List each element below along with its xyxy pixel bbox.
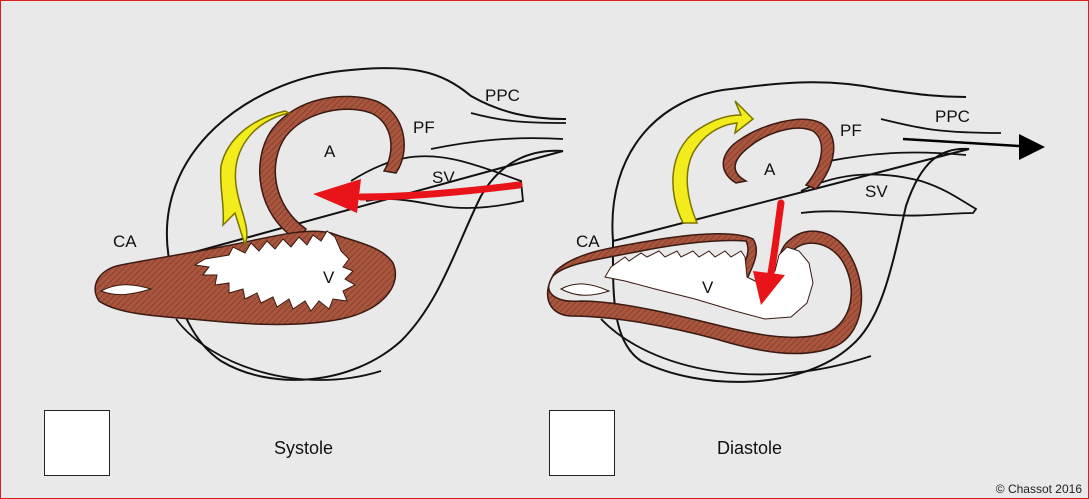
caption-systole: Systole xyxy=(274,438,333,459)
bulbus-notch xyxy=(561,284,609,295)
label-v: V xyxy=(323,268,335,287)
label-pf: PF xyxy=(413,118,435,137)
systole-answer-box[interactable] xyxy=(44,410,110,476)
caption-diastole: Diastole xyxy=(717,438,782,459)
yellow-flow-arrow xyxy=(673,101,753,223)
label-ca: CA xyxy=(576,232,600,251)
pericardium-outline xyxy=(167,68,566,380)
diastole-panel: CA A V PF SV PPC xyxy=(548,82,1045,382)
outflow-arrow-line xyxy=(903,139,1019,146)
red-blood-arrowhead xyxy=(313,179,361,213)
sinus-venosus xyxy=(801,174,976,215)
copyright-notice: © Chassot 2016 xyxy=(996,482,1082,496)
label-ppc: PPC xyxy=(485,86,520,105)
label-ca: CA xyxy=(113,232,137,251)
ppc-vessel-lower xyxy=(829,153,966,161)
label-sv: SV xyxy=(865,182,888,201)
outflow-arrowhead xyxy=(1019,134,1045,160)
label-ppc: PPC xyxy=(935,107,970,126)
label-pf: PF xyxy=(840,121,862,140)
ppc-vessel-lower xyxy=(431,138,563,149)
diastole-answer-box[interactable] xyxy=(549,410,615,476)
label-a: A xyxy=(764,160,776,179)
label-sv: SV xyxy=(432,168,455,187)
label-v: V xyxy=(702,278,714,297)
label-a: A xyxy=(324,142,336,161)
atrium-wall xyxy=(260,96,404,241)
systole-panel: CA A V PF SV PPC xyxy=(95,68,566,380)
